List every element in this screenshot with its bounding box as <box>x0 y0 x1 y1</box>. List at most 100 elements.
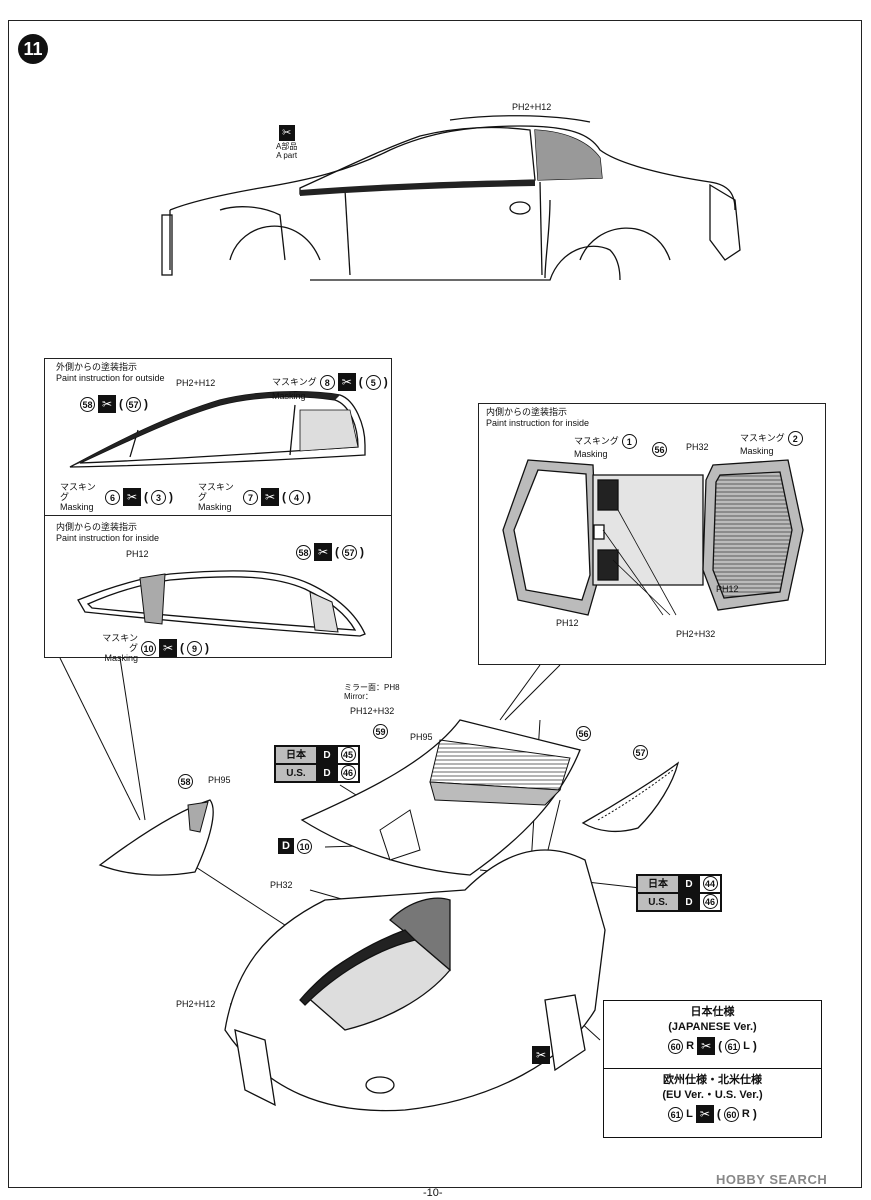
eu-spec-sub: (EU Ver.・U.S. Ver.) <box>662 1089 763 1101</box>
lower-part-57-callout: 57 <box>633 743 648 761</box>
part-56-callout: 56 <box>652 440 667 458</box>
masking-jp: マスキング <box>60 482 96 502</box>
outside-window-drawing <box>69 391 366 468</box>
d-part-46: 46 <box>337 764 359 782</box>
region-tag-top: 日本 D 45 U.S. D 46 <box>274 745 360 783</box>
part-58-number: 58 <box>296 544 311 560</box>
mask-7-number: 7 <box>243 489 258 505</box>
mask-9-number: 9 <box>187 640 202 656</box>
masking-en: Masking <box>574 449 608 459</box>
masking-8-callout: マスキング 8 ✂ (5) Masking <box>272 373 388 401</box>
lower-ph95-top: PH95 <box>410 732 433 742</box>
part-56-number: 56 <box>576 726 591 741</box>
outside-title-jp: 外側からの塗装指示 <box>56 362 138 372</box>
roof-part-56 <box>300 719 581 876</box>
instruction-sheet <box>8 20 862 1188</box>
roof-ph12-right: PH12 <box>716 584 739 594</box>
inside-left-title-jp: 内側からの塗装指示 <box>56 522 138 532</box>
japanese-spec-title: 日本仕様 <box>690 1006 735 1018</box>
mirror-ph: PH8 <box>384 683 400 692</box>
d-chip: D <box>679 875 699 893</box>
nipper-icon: ✂ <box>123 488 141 506</box>
inside-left-title-en: Paint instruction for inside <box>56 533 160 543</box>
masking-jp: マスキング <box>740 433 785 443</box>
part-59-number: 59 <box>373 724 388 739</box>
d-chip: D <box>278 838 294 854</box>
masking-en: Masking <box>272 391 306 401</box>
step-number-badge: 11 <box>18 34 48 64</box>
pillar-paint-callout: PH2+H12 <box>512 102 552 112</box>
nipper-icon: ✂ <box>697 1037 716 1055</box>
d-part-45: 45 <box>337 746 359 764</box>
inside-right-title-en: Paint instruction for inside <box>486 418 590 428</box>
mask-6-number: 6 <box>105 489 120 505</box>
masking-jp: マスキング <box>198 482 234 502</box>
a-part-label-en: A part <box>276 151 298 160</box>
d-part-46: 46 <box>699 893 721 911</box>
lower-part-56-callout: 56 <box>576 724 591 742</box>
outside-part-58-callout: 58 ✂ (57) <box>80 395 148 413</box>
masking-jp: マスキング <box>574 436 619 446</box>
inside-window-drawing <box>77 570 366 637</box>
watermark: HOBBY SEARCH <box>716 1172 828 1187</box>
outside-title-en: Paint instruction for outside <box>56 373 165 383</box>
mask-4-number: 4 <box>289 489 304 505</box>
part-57-number: 57 <box>342 544 357 560</box>
panel-divider <box>44 515 392 516</box>
masking-en: Masking <box>104 653 138 663</box>
japanese-spec-sub: (JAPANESE Ver.) <box>668 1021 757 1033</box>
region-tag-right: 日本 D 44 U.S. D 46 <box>636 874 722 912</box>
part-60-number: 60 <box>668 1038 684 1054</box>
inside-right-title-jp: 内側からの塗装指示 <box>486 407 568 417</box>
side-window-part-58 <box>98 799 214 876</box>
body-ph2-12-note: PH2+H12 <box>176 999 216 1009</box>
eu-spec-title: 欧州仕様・北米仕様 <box>663 1074 762 1086</box>
mirror-label-en: Mirror： <box>344 692 373 701</box>
nipper-icon: ✂ <box>314 543 332 561</box>
nipper-icon: ✂ <box>159 639 177 657</box>
masking-en: Masking <box>740 446 774 456</box>
masking-en: Masking <box>198 502 232 512</box>
part-58-number: 58 <box>80 396 95 412</box>
mask-8-number: 8 <box>319 374 335 390</box>
mask-3-number: 3 <box>151 489 166 505</box>
roof-ph2-32: PH2+H32 <box>676 629 716 639</box>
inside-left-ph-note: PH12 <box>126 549 149 559</box>
masking-jp: マスキング <box>272 376 317 387</box>
roof-inside-drawing <box>502 459 804 616</box>
body-ph32-note: PH32 <box>270 880 293 890</box>
lower-part-58-callout: 58 <box>178 772 193 790</box>
region-us: U.S. <box>637 893 679 911</box>
roof-ph12-left: PH12 <box>556 618 579 628</box>
mask-10-number: 10 <box>141 640 156 656</box>
nipper-icon: ✂ <box>278 124 295 141</box>
part-59-callout: 59 <box>373 722 388 740</box>
lower-ph95-left: PH95 <box>208 775 231 785</box>
cut-gate-callout: ✂ <box>532 1046 550 1064</box>
nipper-icon: ✂ <box>261 488 279 506</box>
part-61-number: 61 <box>725 1038 741 1054</box>
masking-en: Masking <box>60 502 94 512</box>
masking-jp: マスキング <box>102 633 138 653</box>
a-part-label-jp: A部品 <box>276 142 298 151</box>
mask-5-number: 5 <box>365 374 381 390</box>
d-part-44: 44 <box>699 875 721 893</box>
d-part-10: 10 <box>297 838 312 854</box>
nipper-icon: ✂ <box>98 395 116 413</box>
part-60-number: 60 <box>723 1106 739 1122</box>
outside-ph-note: PH2+H12 <box>176 378 216 388</box>
mirror-ph12-32: PH12+H32 <box>350 706 395 716</box>
d10-callout: D 10 <box>278 838 312 854</box>
body-shell <box>224 849 606 1112</box>
d-chip: D <box>317 746 337 764</box>
page-number: -10- <box>423 1187 443 1199</box>
